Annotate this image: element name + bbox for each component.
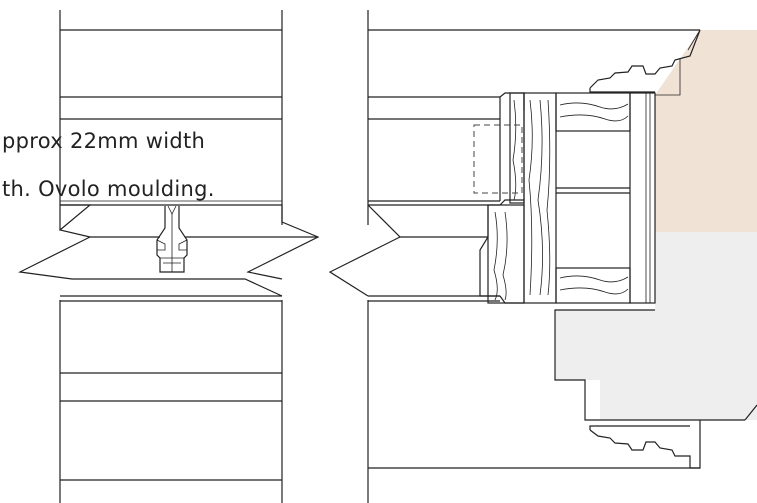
right-frame-section (328, 10, 757, 503)
annotation-line-1: pprox 22mm width (2, 129, 205, 153)
masonry-wall (655, 30, 757, 232)
annotation-line-2: th. Ovolo moulding. (2, 177, 215, 201)
left-sash-section (17, 10, 320, 503)
plaster-reveal (555, 232, 757, 420)
annotation-note: pprox 22mm width th. Ovolo moulding. (2, 129, 215, 201)
